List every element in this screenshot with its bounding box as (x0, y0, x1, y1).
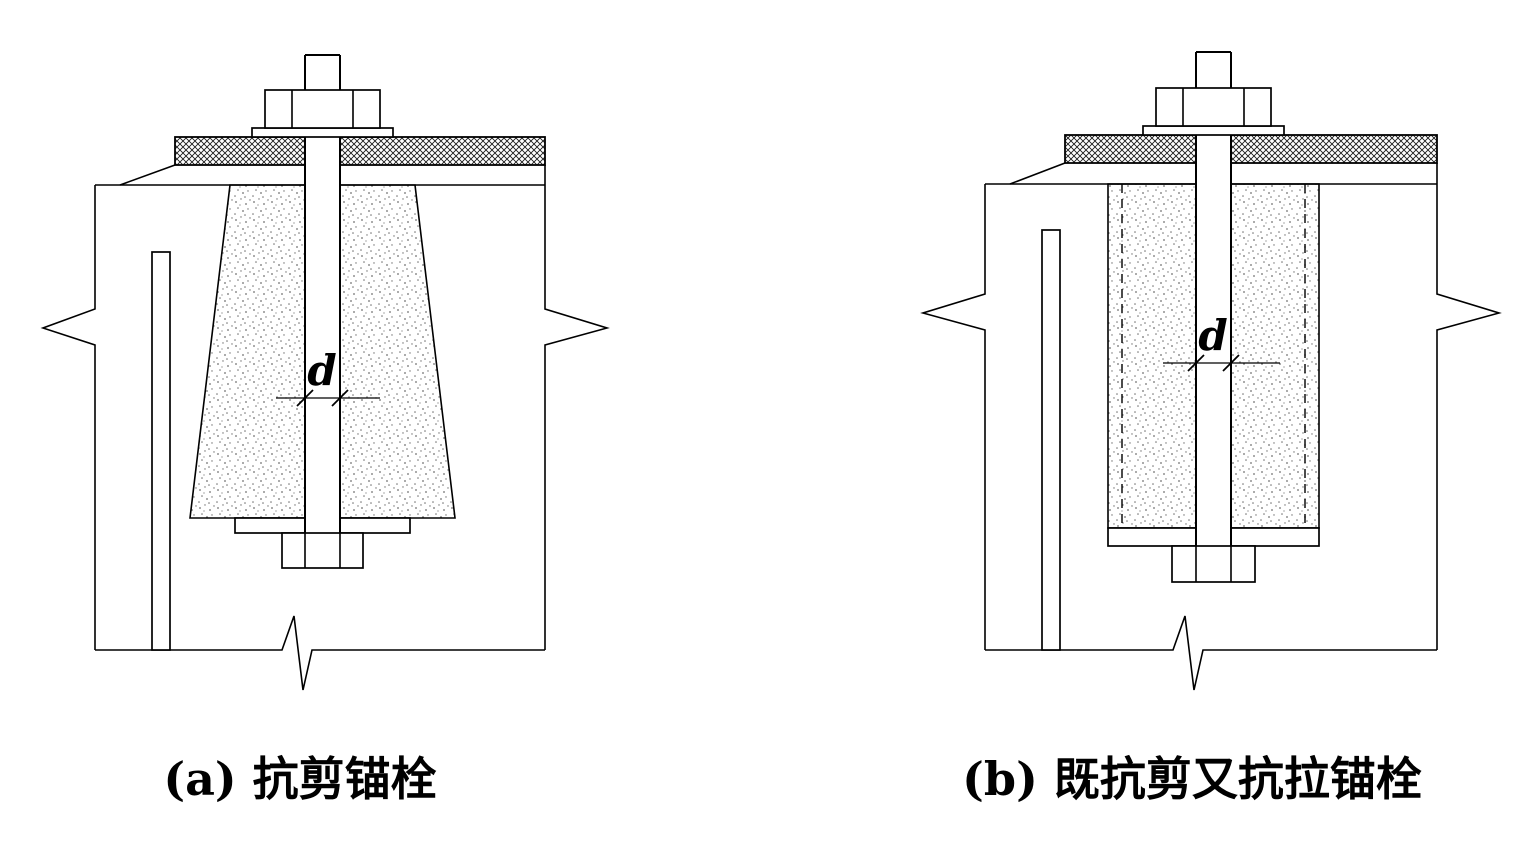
dimension-tick-left (1187, 354, 1205, 372)
base-plate-hatched (174, 136, 546, 166)
caption-a: (a) 抗剪锚栓 (163, 752, 436, 806)
caption-b: (b) 既抗剪又抗拉锚栓 (962, 752, 1422, 806)
top-nut-facets (291, 90, 354, 128)
top-washer (251, 127, 394, 138)
concrete-left-edge-break (40, 185, 96, 650)
concrete-right-edge-break (1436, 163, 1502, 650)
concrete-left-edge-break (920, 184, 986, 650)
top-nut (264, 89, 381, 129)
diagram-b: d (920, 51, 1502, 691)
adjacent-anchor-rod (151, 251, 171, 651)
dimension-tick-right (1222, 354, 1240, 372)
grout-bed-diagonal (1009, 162, 1066, 185)
dimension-tick-left (296, 389, 314, 407)
adjacent-anchor-rod (1041, 229, 1061, 651)
top-nut-facets (1182, 88, 1245, 126)
diagram-a: d (40, 54, 610, 691)
bottom-nut (281, 532, 364, 569)
base-plate-hatched (1064, 134, 1438, 164)
bottom-nut (1171, 545, 1256, 583)
grout-bed-diagonal (119, 164, 176, 186)
bottom-nut-facets (1195, 546, 1232, 582)
top-washer (1142, 125, 1285, 136)
concrete-bottom-edge-break (985, 615, 1437, 691)
dimension-tick-right (331, 389, 349, 407)
concrete-bottom-edge-break (95, 615, 545, 691)
dimension-label: d (1198, 311, 1227, 360)
bottom-nut-facets (304, 533, 341, 568)
concrete-right-edge-break (544, 165, 610, 650)
dimension-label: d (307, 346, 336, 395)
top-nut (1155, 87, 1272, 127)
